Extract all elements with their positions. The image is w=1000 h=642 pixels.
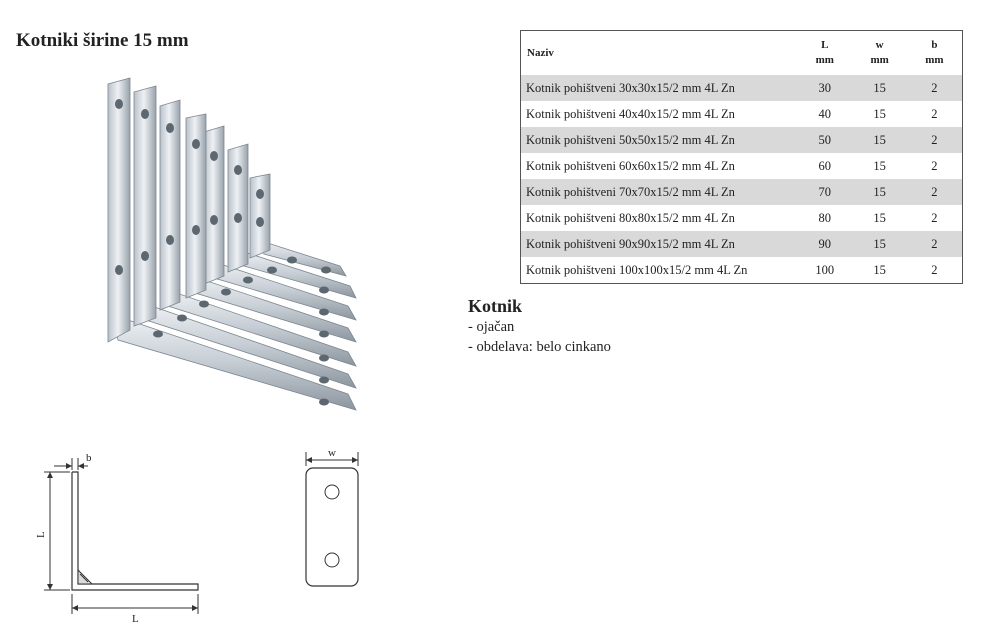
table-row: Kotnik pohištveni 90x90x15/2 mm 4L Zn 90… — [520, 231, 963, 257]
table-row: Kotnik pohištveni 70x70x15/2 mm 4L Zn 70… — [520, 179, 963, 205]
side-view-lines — [44, 458, 199, 614]
table-row: Kotnik pohištveni 80x80x15/2 mm 4L Zn 80… — [521, 205, 963, 231]
bracket-holes — [115, 99, 331, 406]
col-header-L-unit: mm — [815, 54, 834, 66]
cell-b: 2 — [931, 106, 938, 121]
col-header-name: Naziv — [527, 46, 554, 59]
cell-L: 30 — [797, 75, 853, 101]
col-header-w-label: w — [875, 39, 884, 51]
cell-name: Kotnik pohištveni 70x70x15/2 mm 4L Zn — [520, 179, 797, 205]
page-title: Kotniki širine 15 mm — [16, 30, 189, 51]
cell-name: Kotnik pohištveni 90x90x15/2 mm 4L Zn — [520, 231, 797, 257]
cell-b: 2 — [931, 210, 938, 225]
cell-name: Kotnik pohištveni 40x40x15/2 mm 4L Zn — [526, 106, 735, 121]
cell-L: 50 — [797, 127, 853, 153]
table-row: Kotnik pohištveni 30x30x15/2 mm 4L Zn 30… — [520, 75, 963, 101]
cell-L: 80 — [818, 210, 832, 225]
bracket-legs-vertical — [107, 77, 271, 343]
cell-w: 15 — [873, 106, 886, 121]
cell-L: 90 — [797, 231, 853, 257]
col-header-L-label: L — [821, 39, 829, 51]
side-view-diagram: b L L — [35, 452, 199, 625]
dim-label-L-horizontal: L — [132, 613, 139, 625]
cell-w: 15 — [873, 210, 886, 225]
cell-b: 2 — [931, 262, 938, 277]
table-row: Kotnik pohištveni 100x100x15/2 mm 4L Zn … — [521, 257, 963, 284]
col-header-w-unit: mm — [870, 54, 889, 66]
front-view-diagram: w — [305, 447, 359, 587]
cell-L: 100 — [815, 262, 835, 277]
cell-w: 15 — [852, 75, 907, 101]
product-description: Kotnik - ojačan - obdelava: belo cinkano — [468, 296, 611, 357]
table-row: Kotnik pohištveni 50x50x15/2 mm 4L Zn 50… — [520, 127, 963, 153]
bracket-legs-horizontal — [109, 239, 357, 411]
table-row: Kotnik pohištveni 60x60x15/2 mm 4L Zn 60… — [521, 153, 963, 179]
dim-label-w: w — [328, 447, 336, 459]
cell-w: 15 — [852, 179, 907, 205]
cell-w: 15 — [873, 262, 886, 277]
cell-b: 2 — [906, 75, 963, 101]
cell-L: 60 — [818, 158, 832, 173]
cell-b: 2 — [931, 158, 938, 173]
cell-name: Kotnik pohištveni 30x30x15/2 mm 4L Zn — [520, 75, 797, 101]
col-header-b: b mm — [907, 31, 963, 76]
description-heading: Kotnik — [468, 296, 523, 316]
cell-b: 2 — [906, 179, 963, 205]
cell-name: Kotnik pohištveni 80x80x15/2 mm 4L Zn — [526, 210, 735, 225]
table-row: Kotnik pohištveni 40x40x15/2 mm 4L Zn 40… — [521, 101, 963, 127]
cell-L: 40 — [818, 106, 832, 121]
cell-w: 15 — [852, 231, 907, 257]
cell-w: 15 — [852, 127, 907, 153]
cell-name: Kotnik pohištveni 100x100x15/2 mm 4L Zn — [526, 262, 748, 277]
col-header-b-unit: mm — [925, 54, 944, 66]
front-view-lines — [305, 452, 359, 587]
cell-b: 2 — [906, 231, 963, 257]
dim-label-b: b — [86, 452, 92, 464]
side-view-arrows — [47, 463, 198, 611]
product-photo — [107, 77, 357, 411]
cell-name: Kotnik pohištveni 50x50x15/2 mm 4L Zn — [520, 127, 797, 153]
cell-name: Kotnik pohištveni 60x60x15/2 mm 4L Zn — [526, 158, 735, 173]
dim-label-L-vertical: L — [35, 531, 47, 538]
front-view-arrows — [306, 457, 358, 463]
cell-b: 2 — [906, 127, 963, 153]
description-item: - ojačan — [468, 319, 515, 335]
cell-w: 15 — [873, 158, 886, 173]
col-header-w: w mm — [853, 31, 907, 76]
description-item: - obdelava: belo cinkano — [468, 339, 611, 355]
cell-L: 70 — [797, 179, 853, 205]
col-header-b-label: b — [931, 39, 938, 51]
